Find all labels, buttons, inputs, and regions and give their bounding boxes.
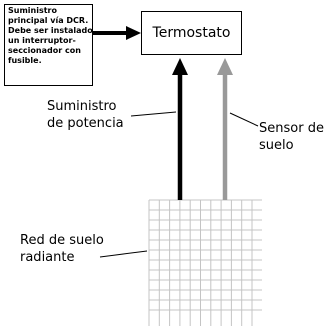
supply-note-line: Debe ser instalado [8,26,93,35]
heating-mat-label: Red de suelo radiante [20,232,104,266]
supply-note-line: principal vía DCR. [8,16,89,25]
floor-heating-mesh [148,199,262,326]
supply-note-box: Suministro principal vía DCR. Debe ser i… [4,4,93,86]
supply-note-line: seccionador con [8,46,81,55]
thermostat-box: Termostato [141,11,242,55]
supply-note-line: fusible. [8,56,42,65]
power-leader-line [130,111,177,117]
floor-leader-line [99,250,148,258]
supply-note-line: un interruptor- [8,36,76,45]
power-supply-label-line: de potencia [47,116,124,131]
power-supply-label-line: Suministro [47,99,117,114]
sensor-leader-line [229,112,259,127]
thermostat-label: Termostato [152,25,231,41]
floor-sensor-label-line: suelo [259,138,294,153]
sensor-cable-arrowhead [217,58,233,75]
power-supply-label: Suministro de potencia [47,98,124,132]
heating-mat-label-line: radiante [20,250,75,265]
supply-arrowhead [126,26,141,40]
floor-sensor-label: Sensor de suelo [259,120,324,154]
supply-note-line: Suministro [8,6,57,15]
heating-mat-label-line: Red de suelo [20,233,104,248]
power-cable-arrowhead [172,58,188,75]
floor-sensor-label-line: Sensor de [259,121,324,136]
